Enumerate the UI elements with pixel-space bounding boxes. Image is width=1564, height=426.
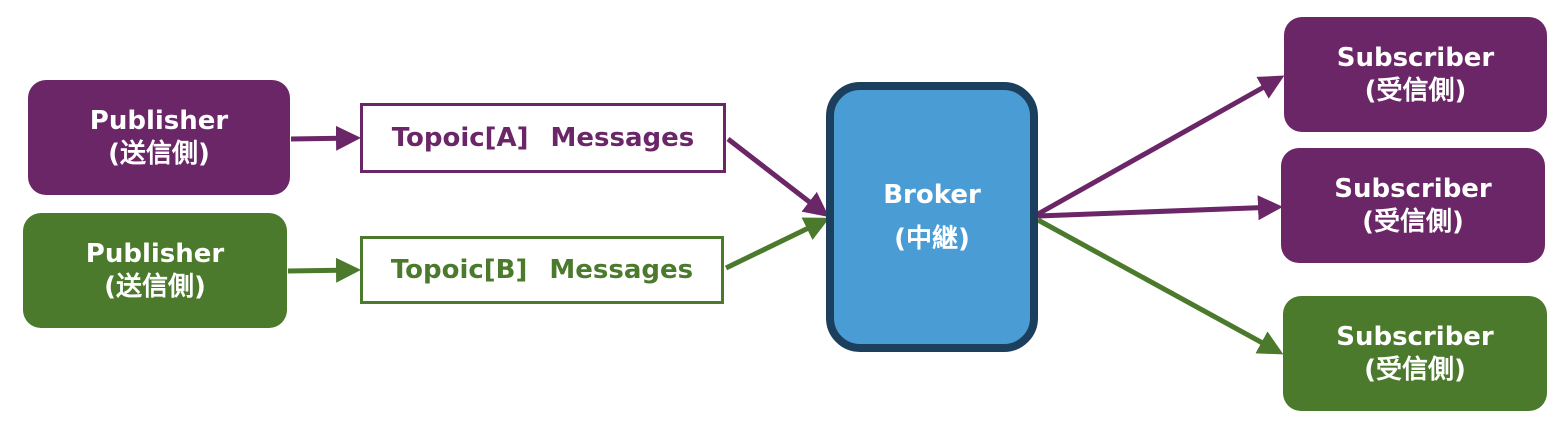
broker-name: Broker bbox=[883, 179, 981, 210]
arrow-topic-b-to-broker bbox=[724, 217, 830, 271]
subscriber-1-role: (受信側) bbox=[1364, 75, 1467, 106]
broker-box: Broker (中継) bbox=[826, 82, 1038, 352]
arrow-broker-to-subscriber-3 bbox=[1036, 217, 1284, 355]
topic-b-label: Topoic[B] bbox=[390, 254, 528, 285]
subscriber-2-name: Subscriber bbox=[1334, 174, 1492, 204]
topic-a-label: Topoic[A] bbox=[391, 122, 529, 153]
publisher-b-box: Publisher (送信側) bbox=[23, 213, 287, 328]
publisher-a-box: Publisher (送信側) bbox=[28, 80, 290, 195]
arrow-broker-to-subscriber-2 bbox=[1037, 195, 1283, 221]
subscriber-3-name: Subscriber bbox=[1336, 322, 1494, 352]
publisher-a-name: Publisher bbox=[89, 106, 229, 136]
arrow-publisher-b-to-topic-b bbox=[287, 257, 361, 283]
subscriber-3-box: Subscriber (受信側) bbox=[1283, 296, 1547, 411]
topic-a-box: Topoic[A] Messages bbox=[360, 103, 726, 173]
topic-a-suffix: Messages bbox=[550, 122, 695, 153]
arrow-topic-a-to-broker bbox=[726, 137, 829, 218]
subscriber-1-name: Subscriber bbox=[1336, 43, 1495, 73]
topic-b-box: Topoic[B] Messages bbox=[360, 236, 724, 304]
publisher-b-role: (送信側) bbox=[104, 271, 206, 302]
subscriber-3-role: (受信側) bbox=[1364, 354, 1466, 385]
broker-role: (中継) bbox=[894, 224, 970, 254]
subscriber-2-box: Subscriber (受信側) bbox=[1281, 148, 1545, 263]
arrow-broker-to-subscriber-1 bbox=[1036, 75, 1285, 217]
publisher-b-name: Publisher bbox=[85, 239, 225, 269]
subscriber-2-role: (受信側) bbox=[1362, 206, 1464, 237]
publisher-a-role: (送信側) bbox=[108, 138, 210, 169]
arrow-publisher-a-to-topic-a bbox=[290, 125, 361, 151]
subscriber-1-box: Subscriber (受信側) bbox=[1284, 17, 1547, 132]
topic-b-suffix: Messages bbox=[549, 254, 694, 285]
